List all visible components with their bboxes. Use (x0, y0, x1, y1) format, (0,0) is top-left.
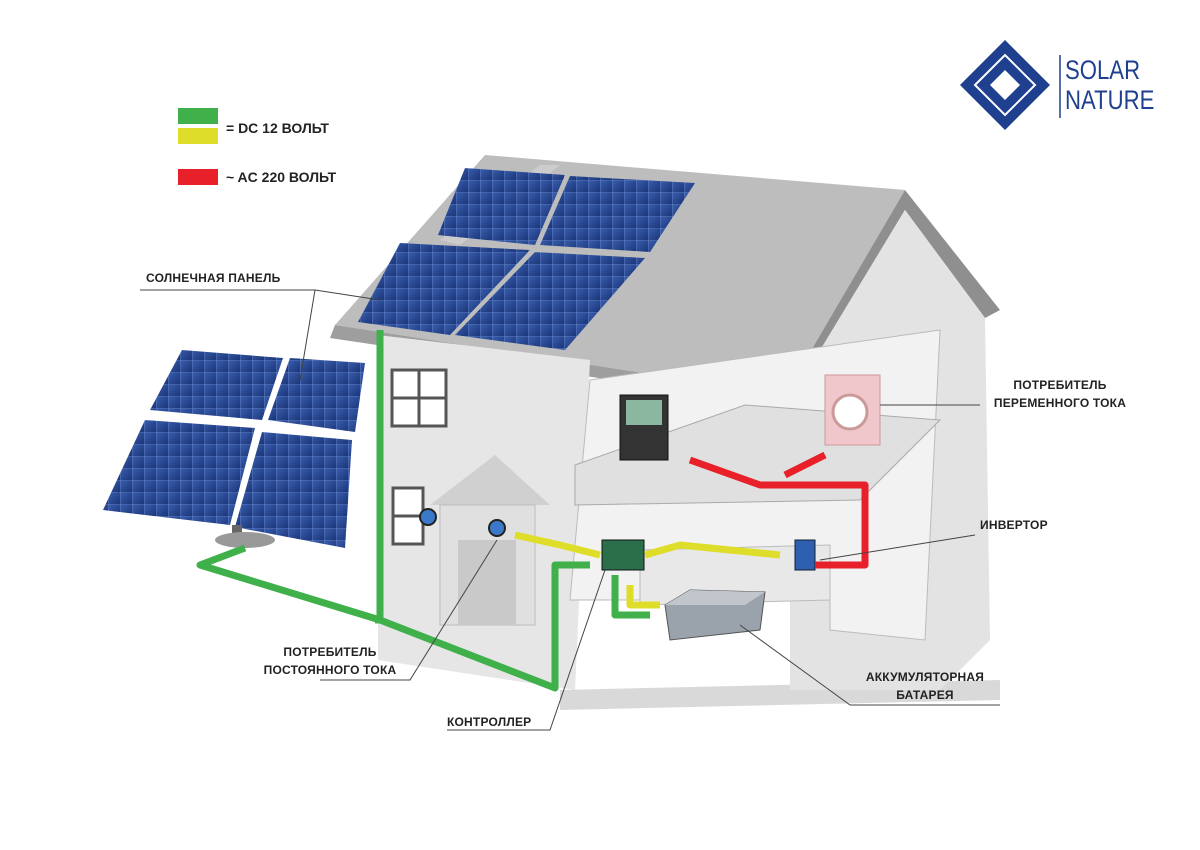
dc-wire-ground (196, 544, 590, 692)
dc-wire-yellow-battery (626, 585, 660, 609)
ground-solar-panels (103, 350, 365, 548)
ac-wire-washer (783, 451, 827, 479)
dc-wire-yellow-inverter (644, 541, 781, 559)
label-dc-consumer-2: ПОСТОЯННОГО ТОКА (263, 663, 397, 677)
label-battery-1: АККУМУЛЯТОРНАЯ (865, 670, 985, 684)
controller-icon (601, 539, 645, 571)
leader-lines (140, 289, 1000, 731)
label-ac-consumer-2: ПЕРЕМЕННОГО ТОКА (993, 396, 1127, 410)
wall-lamp-icon (419, 508, 437, 526)
dc-lamp-icon (488, 519, 506, 537)
label-dc-consumer-1: ПОТРЕБИТЕЛЬ (283, 645, 377, 659)
roof-solar-panels (358, 165, 695, 350)
legend-swatch-red (178, 169, 218, 185)
dc-wire-battery (611, 575, 650, 619)
label-ac-consumer-1: ПОТРЕБИТЕЛЬ (1013, 378, 1107, 392)
label-solar-panel: СОЛНЕЧНАЯ ПАНЕЛЬ (146, 271, 281, 285)
label-inverter: ИНВЕРТОР (980, 518, 1048, 532)
logo-text-solar: SOLAR (1065, 55, 1141, 85)
porch (430, 455, 550, 626)
legend-swatch-green (178, 108, 218, 124)
logo-text-nature: NATURE (1065, 85, 1155, 115)
label-battery-2: БАТАРЕЯ (896, 688, 954, 702)
legend-ac: ~ AC 220 ВОЛЬТ (226, 169, 337, 185)
washing-machine-icon (824, 374, 881, 446)
dc-wire-yellow-lamp (514, 531, 601, 559)
inverter-icon (794, 539, 816, 571)
legend-swatch-yellow (178, 128, 218, 144)
legend-dc: = DC 12 ВОЛЬТ (226, 120, 329, 136)
battery-icon (664, 589, 766, 641)
dc-wire-roof (375, 330, 384, 624)
label-controller: КОНТРОЛЛЕР (447, 715, 532, 729)
ac-wire (688, 456, 869, 569)
solar-nature-logo-icon (960, 40, 1061, 130)
